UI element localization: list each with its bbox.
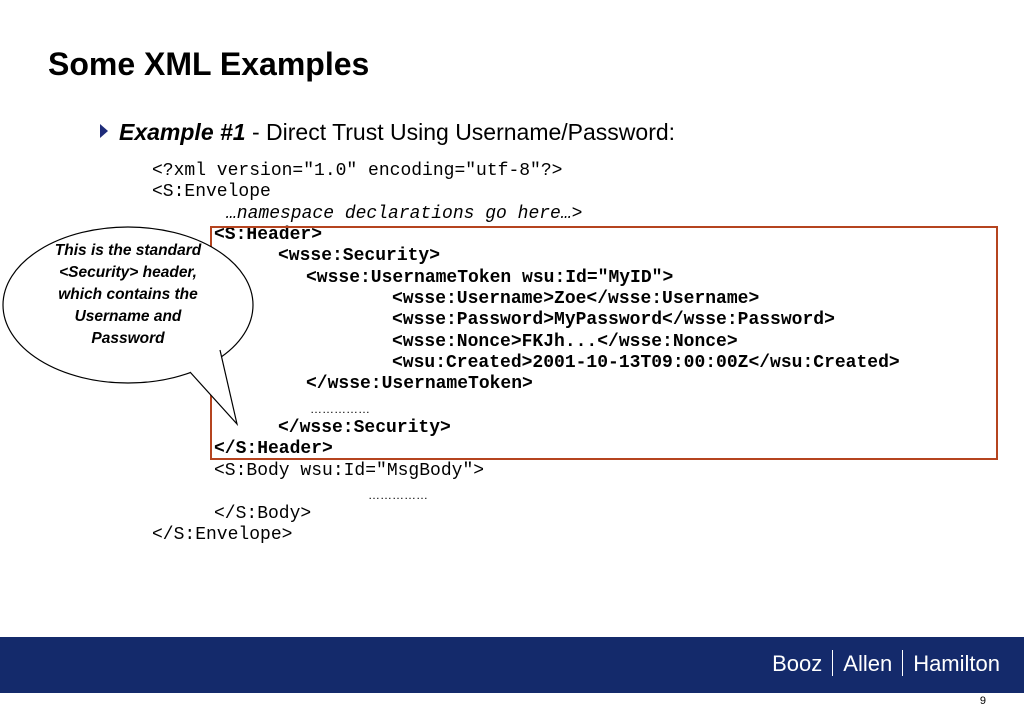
code-line: </wsse:UsernameToken> <box>306 374 533 394</box>
header-highlight-box <box>210 226 998 460</box>
bullet-label: Example #1 <box>119 119 246 145</box>
xml-code-block: <?xml version="1.0" encoding="utf-8"?> <… <box>0 0 900 545</box>
code-line: <S:Envelope <box>152 182 271 202</box>
code-line: </S:Body> <box>214 504 312 524</box>
code-line: …namespace declarations go here…> <box>226 204 583 224</box>
triangle-bullet-icon <box>100 124 108 138</box>
page-number: 9 <box>979 695 986 707</box>
code-line: <?xml version="1.0" encoding="utf-8"?> <box>152 161 563 181</box>
code-line: <wsse:UsernameToken wsu:Id="MyID"> <box>306 268 674 288</box>
code-line: </S:Envelope> <box>152 525 293 545</box>
bullet-example-1: Example #1 - Direct Trust Using Username… <box>100 117 675 147</box>
brand-separator <box>832 650 834 676</box>
brand-word: Hamilton <box>913 651 1000 676</box>
code-line: <wsu:Created>2001-10-13T09:00:00Z</wsu:C… <box>392 353 900 373</box>
code-line: </wsse:Security> <box>278 418 451 438</box>
brand-word: Booz <box>772 651 823 676</box>
code-line: <wsse:Password>MyPassword</wsse:Password… <box>392 310 835 330</box>
code-line: <S:Body wsu:Id="MsgBody"> <box>214 461 485 481</box>
footer-bar: Booz Allen Hamilton <box>0 637 1024 693</box>
code-ellipsis: …………… <box>310 402 370 416</box>
bullet-text: - Direct Trust Using Username/Password: <box>245 119 676 145</box>
brand-word: Allen <box>843 651 893 676</box>
callout-bubble <box>2 226 262 427</box>
code-line: <wsse:Username>Zoe</wsse:Username> <box>392 289 760 309</box>
slide-title: Some XML Examples <box>48 46 370 82</box>
code-line: </S:Header> <box>214 439 333 459</box>
code-line: <S:Header> <box>214 225 323 245</box>
brand-logo: Booz Allen Hamilton <box>772 649 1000 679</box>
code-ellipsis: …………… <box>368 488 428 502</box>
code-line: <wsse:Security> <box>278 246 441 266</box>
callout-text: This is the standard <Security> header, … <box>54 242 202 347</box>
brand-separator <box>902 650 904 676</box>
code-line: <wsse:Nonce>FKJh...</wsse:Nonce> <box>392 332 738 352</box>
